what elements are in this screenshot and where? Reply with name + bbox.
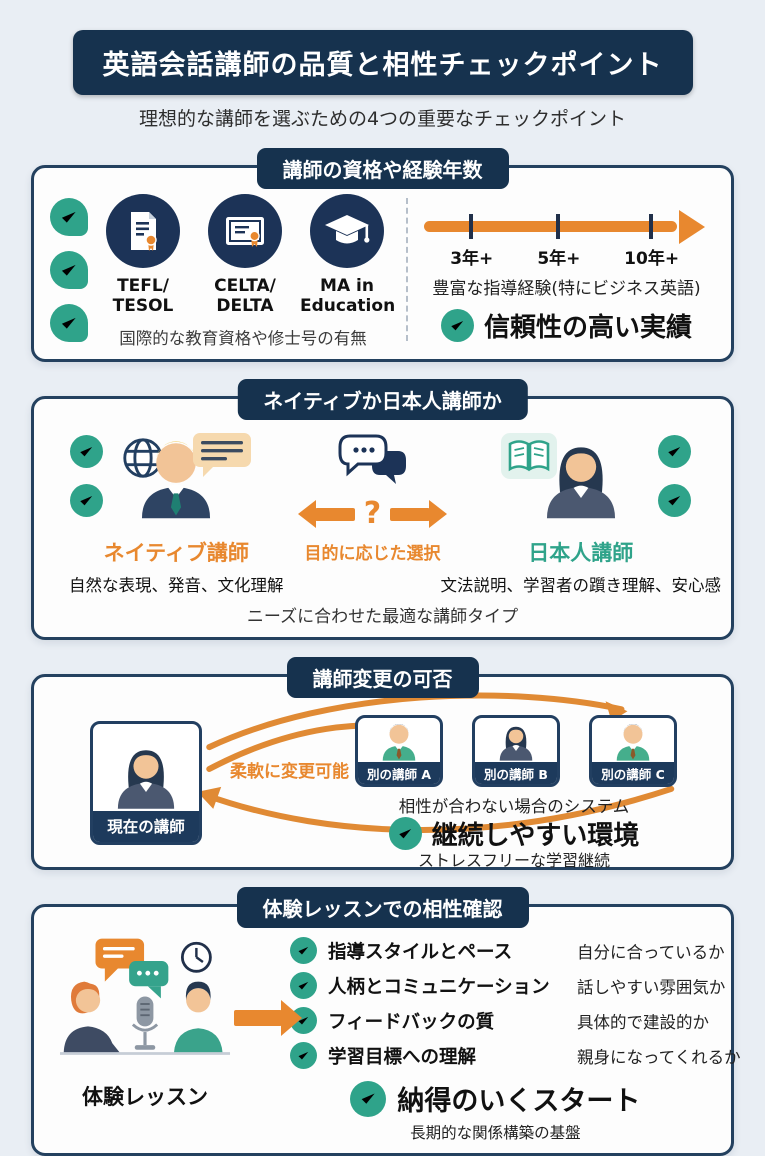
section3-sub: ストレスフリーな学習継続 xyxy=(417,851,610,871)
check-circle-icon xyxy=(70,435,103,469)
question-mark: ? xyxy=(363,496,382,532)
experience-caption: 豊富な指導経験(特にビジネス英語) xyxy=(432,279,701,299)
alt-teacher-card-a: 別の講師 A xyxy=(355,715,443,788)
check-bubble-icon xyxy=(50,304,88,342)
arrow-right-icon xyxy=(390,499,448,528)
section-teacher-type: ネイティブか日本人講師か ネイティブ講師 自然な表現、発音、文化理解 ? xyxy=(31,379,734,641)
flexible-change-label: 柔軟に変更可能 xyxy=(230,762,349,783)
check-circle-icon xyxy=(290,937,317,965)
timeline-tick xyxy=(468,214,473,239)
check-circle-icon xyxy=(658,484,691,518)
section4-header: 体験レッスンでの相性確認 xyxy=(236,887,529,929)
check-circle-icon xyxy=(658,435,691,469)
section3-highlight: 継続しやすい環境 xyxy=(304,815,724,852)
trial-lesson-block: 体験レッスン xyxy=(56,933,234,1143)
native-teacher-block: ネイティブ講師 自然な表現、発音、文化理解 xyxy=(48,429,305,596)
page-header: 英語会話講師の品質と相性チェックポイント 理想的な講師を選ぶための4つの重要なチ… xyxy=(0,0,765,131)
japanese-teacher-title: 日本人講師 xyxy=(528,541,634,566)
trial-lesson-illustration xyxy=(56,933,234,1075)
trial-lesson-label: 体験レッスン xyxy=(82,1085,208,1110)
section3-header: 講師変更の可否 xyxy=(286,657,479,699)
section1-highlight: 信頼性の高い実績 xyxy=(420,307,713,344)
timeline-label: 3年+ xyxy=(450,249,494,269)
certificate-icon xyxy=(106,194,180,268)
checklist-item: 人柄とコミュニケーション 話しやすい雰囲気か xyxy=(290,972,741,1000)
section2-header: ネイティブか日本人講師か xyxy=(237,379,528,421)
japanese-teacher-block: 日本人講師 文法説明、学習者の躓き理解、安心感 xyxy=(440,429,722,596)
native-teacher-title: ネイティブ講師 xyxy=(103,541,249,566)
alt-teacher-label: 別の講師 B xyxy=(475,762,557,785)
check-circle-icon xyxy=(290,972,317,1000)
current-teacher-avatar xyxy=(108,735,184,811)
section4-sub: 長期的な関係構築の基盤 xyxy=(410,1124,581,1143)
check-circle-icon xyxy=(440,309,474,342)
qualification-tefl: TEFL/TESOL xyxy=(96,194,190,316)
diploma-icon xyxy=(208,194,282,268)
section2-bottom-caption: ニーズに合わせた最適な講師タイプ xyxy=(246,607,519,628)
current-teacher-label: 現在の講師 xyxy=(93,811,199,843)
timeline-label: 10年+ xyxy=(624,249,680,269)
japanese-teacher-desc: 文法説明、学習者の躓き理解、安心感 xyxy=(440,576,722,596)
japanese-teacher-avatar xyxy=(535,429,627,521)
speech-bubble-icon xyxy=(191,431,253,481)
alt-teacher-avatar xyxy=(611,718,655,762)
arrow-left-icon xyxy=(297,499,355,528)
checklist-item: フィードバックの質 具体的で建設的か xyxy=(290,1007,741,1035)
section4-highlight: 納得のいくスタート xyxy=(290,1079,701,1118)
check-circle-icon xyxy=(290,1042,317,1070)
check-bubble-icon xyxy=(50,198,88,236)
section-trial-lesson: 体験レッスンでの相性確認 体験レッスン 指導スタイルとペース 自分に合っているか… xyxy=(31,887,741,1156)
dashed-divider xyxy=(406,198,408,342)
alt-teacher-card-b: 別の講師 B xyxy=(472,715,560,788)
check-circle-icon xyxy=(350,1080,387,1117)
choice-block: ? 目的に応じた選択 xyxy=(297,429,448,565)
check-circle-icon xyxy=(70,484,103,518)
qualification-celta: CELTA/DELTA xyxy=(198,194,292,316)
timeline-tick xyxy=(556,214,561,239)
check-circle-icon xyxy=(388,817,422,851)
alt-teacher-label: 別の講師 C xyxy=(592,762,674,785)
checklist-item: 学習目標への理解 親身になってくれるか xyxy=(290,1042,741,1070)
section1-header: 講師の資格や経験年数 xyxy=(256,148,509,189)
timeline-arrow xyxy=(424,221,677,232)
timeline-tick xyxy=(648,214,653,239)
alt-teacher-card-c: 別の講師 C xyxy=(589,715,677,788)
section3-caption: 相性が合わない場合のシステム xyxy=(398,797,630,817)
alt-teacher-avatar xyxy=(494,718,538,762)
timeline-arrowhead-icon xyxy=(679,210,705,244)
page-subtitle: 理想的な講師を選ぶための4つの重要なチェックポイント xyxy=(138,108,627,130)
qualification-caption: 国際的な教育資格や修士号の有無 xyxy=(119,329,367,349)
section-teacher-change: 講師変更の可否 現在の講師 柔軟に変更可能 別の講師 A 別の講師 B 別の講師… xyxy=(31,657,734,871)
native-teacher-desc: 自然な表現、発音、文化理解 xyxy=(69,576,284,596)
alt-teacher-label: 別の講師 A xyxy=(358,762,440,785)
qualification-checks xyxy=(44,194,92,349)
chat-bubbles-icon xyxy=(336,433,410,491)
trial-checklist: 指導スタイルとペース 自分に合っているか 人柄とコミュニケーション 話しやすい雰… xyxy=(290,933,741,1143)
alt-teacher-avatar xyxy=(377,718,421,762)
check-bubble-icon xyxy=(50,251,88,289)
page-title: 英語会話講師の品質と相性チェックポイント xyxy=(72,30,693,95)
choice-label: 目的に応じた選択 xyxy=(304,544,441,565)
checklist-item: 指導スタイルとペース 自分に合っているか xyxy=(290,937,741,965)
graduation-cap-icon xyxy=(310,194,384,268)
current-teacher-card: 現在の講師 xyxy=(90,721,202,846)
timeline-label: 5年+ xyxy=(537,249,581,269)
experience-timeline: 3年+ 5年+ 10年+ xyxy=(424,208,705,270)
